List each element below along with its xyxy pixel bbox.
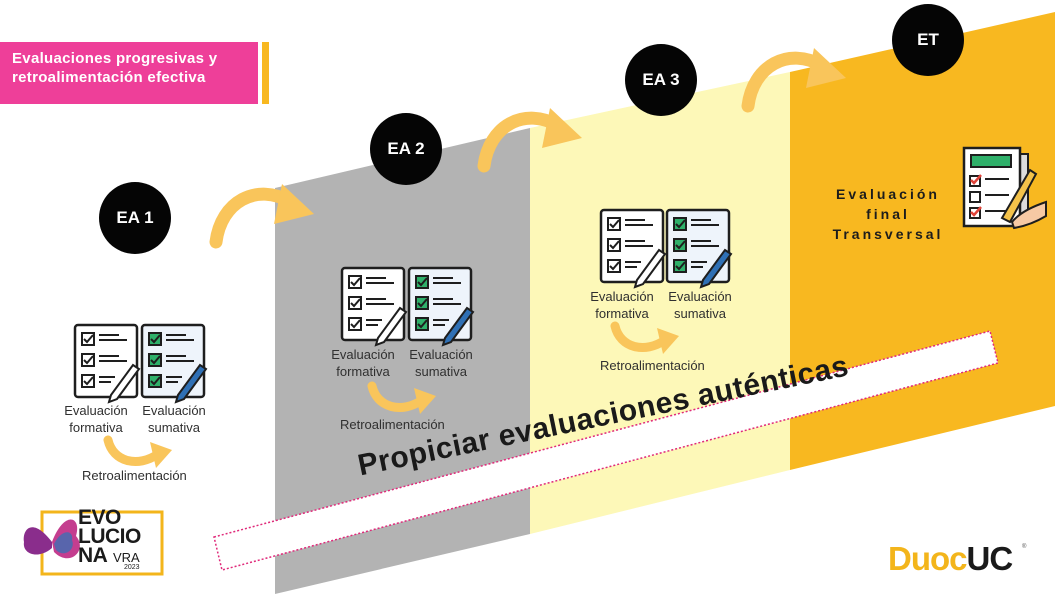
duoc-registered-mark: ® [1022,544,1027,550]
badge-ea3: EA 3 [625,44,697,116]
evoluciona-suffix: VRA [113,550,140,565]
page-title: Evaluaciones progresivas y retroalimenta… [0,42,258,104]
ea1-retro-label: Retroalimentación [82,468,187,483]
checklist-sumativa-icon [140,323,208,404]
banner-box [213,330,999,571]
badge-ea1: EA 1 [99,182,171,254]
checklist-sumativa-icon [665,208,733,289]
badge-ea3-label: EA 3 [642,70,680,89]
title-accent-bar [262,42,269,104]
duoc-logo: DuocUC [888,540,1013,577]
badge-ea1-label: EA 1 [116,208,154,227]
checklist-formativa-icon [73,323,141,404]
et-final-label: Evaluación final Transversal [832,186,944,242]
page-title-line1: Evaluaciones progresivas y [12,50,218,67]
checklist-sumativa-icon [407,266,475,347]
page-title-line2: retroalimentación efectiva [12,69,206,86]
checklist-formativa-icon [340,266,408,347]
butterfly-icon [23,510,164,576]
badge-et-label: ET [917,30,939,49]
evoluciona-logo: EVO LUCIO NA [78,506,141,567]
ea2-retro-label: Retroalimentación [340,417,445,432]
badge-ea2-label: EA 2 [387,139,425,158]
badge-ea2: EA 2 [370,113,442,185]
badge-et: ET [892,4,964,76]
ea3-retro-label: Retroalimentación [600,358,705,373]
evoluciona-year: 2023 [124,564,140,571]
curved-arrow-icon [108,440,172,468]
checklist-formativa-icon [599,208,667,289]
signing-document-icon [962,146,1047,230]
